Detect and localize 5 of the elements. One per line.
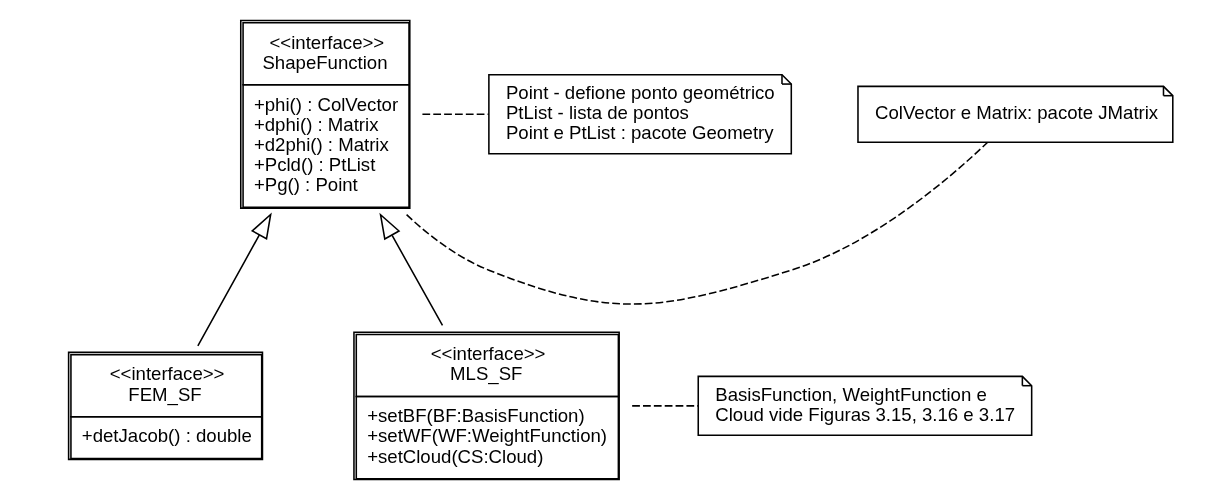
connector xyxy=(631,405,699,407)
arrow xyxy=(197,212,272,347)
arrow xyxy=(379,212,444,327)
connector xyxy=(405,141,989,305)
connector xyxy=(421,113,490,116)
